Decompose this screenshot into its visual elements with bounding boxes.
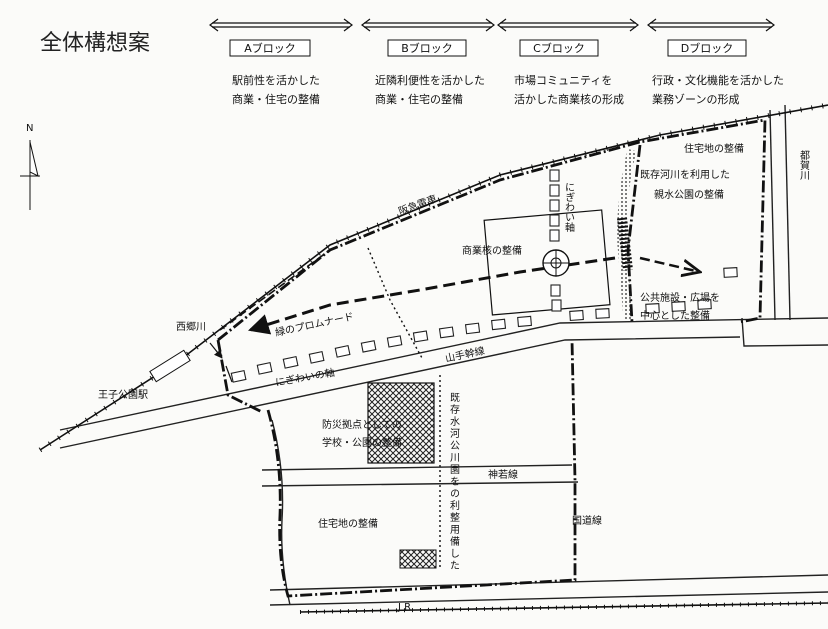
map-labels: 阪急電車 にぎわい軸 商業核の整備 住宅地の整備 既存河川を利用した 親水公園の… — [98, 142, 810, 613]
jr-road-south — [269, 591, 828, 606]
block-divider-ab — [367, 247, 423, 359]
housing-sw-label: 住宅地の整備 — [318, 517, 378, 530]
existing-waterway-park-label: 既存水河公川園をの利整用備した — [448, 392, 460, 572]
tsuga-river-label: 都賀川 — [798, 150, 810, 180]
block-d-box — [667, 39, 747, 57]
nigiwai-axis-horizontal — [230, 267, 738, 383]
saigou-river-label: 西郷川 — [176, 321, 206, 333]
roads — [59, 104, 828, 614]
tsuga-river-bank-west — [769, 109, 776, 321]
river-park-label-line2: 親水公園の整備 — [654, 188, 724, 201]
green-promenade-label: 緑のプロムナード — [274, 310, 355, 339]
disaster-base-label-line2: 学校・公園の整備 — [322, 436, 402, 449]
block-c-desc-line1: 市場コミュニティを — [514, 73, 612, 87]
block-b-name: Bブロック — [401, 41, 453, 55]
saigou-river-pointer — [209, 342, 223, 359]
east-road — [741, 317, 828, 347]
double-arrow-b — [364, 22, 492, 28]
block-c-name: Cブロック — [533, 41, 585, 55]
double-arrow-d — [650, 22, 772, 28]
block-header-c: Cブロック 市場コミュニティを 活かした商業核の形成 — [497, 18, 639, 106]
nigiwai-axis-horizontal-label: にぎわいの軸 — [274, 366, 335, 389]
river-park-strip — [617, 148, 637, 321]
boundary-north — [217, 118, 767, 342]
yamate-road-south-edge — [59, 336, 741, 449]
nigiwai-axis-vertical — [549, 169, 562, 312]
commercial-core-area — [483, 209, 611, 316]
promenade-arrow-east — [639, 256, 700, 272]
double-arrow-c — [500, 22, 636, 28]
page-title: 全体構想案 — [40, 31, 150, 56]
block-a-box — [229, 39, 311, 57]
kanjaku-road-north — [261, 464, 573, 471]
nigiwai-axis-vertical-label: にぎわい軸 — [563, 182, 575, 233]
block-header-d: Dブロック 行政・文化機能を活かした 業務ゾーンの形成 — [647, 18, 784, 106]
block-header-b: Bブロック 近隣利便性を活かした 商業・住宅の整備 — [361, 18, 495, 106]
disaster-base-label-line1: 防災拠点としての — [322, 418, 402, 431]
block-a-desc-line2: 商業・住宅の整備 — [232, 92, 320, 106]
boundary-south-block — [266, 339, 577, 598]
public-facility-label-line1: 公共施設・広場を — [640, 291, 720, 304]
oji-station-label: 王子公園駅 — [98, 389, 148, 401]
block-d-desc-line1: 行政・文化機能を活かした — [652, 73, 784, 87]
block-b-box — [387, 39, 467, 57]
block-d-desc-line2: 業務ゾーンの形成 — [652, 92, 739, 106]
block-header-a: Aブロック 駅前性を活かした 商業・住宅の整備 — [209, 18, 353, 106]
block-c-desc-line2: 活かした商業核の形成 — [514, 92, 624, 106]
block-b-desc-line2: 商業・住宅の整備 — [375, 92, 463, 106]
hankyu-label: 阪急電車 — [397, 192, 439, 218]
oji-station-platform — [149, 349, 191, 383]
north-label: N — [26, 123, 33, 134]
commercial-core-label: 商業核の整備 — [462, 244, 522, 257]
jr-label: J R — [397, 602, 411, 613]
public-facility-label-line2: 中心とした整備 — [640, 309, 710, 322]
national-road-label: 国道線 — [572, 514, 602, 527]
block-d-name: Dブロック — [681, 41, 733, 55]
block-a-desc-line1: 駅前性を活かした — [232, 73, 320, 87]
north-arrow-icon: N — [20, 123, 40, 210]
nigiwai-plaza-circle — [542, 249, 570, 277]
tsuga-river-bank-east — [784, 104, 791, 321]
kanjaku-road-south — [261, 481, 579, 487]
kanjaku-road-label: 神若線 — [488, 468, 518, 481]
block-c-box — [519, 39, 599, 57]
boundary-west-a — [216, 339, 263, 414]
school-park-hatched — [367, 382, 435, 464]
small-park-hatched — [399, 549, 437, 569]
housing-ne-label: 住宅地の整備 — [684, 142, 744, 155]
river-park-label-line1: 既存河川を利用した — [640, 168, 730, 181]
block-b-desc-line1: 近隣利便性を活かした — [375, 73, 485, 87]
block-a-name: Aブロック — [244, 41, 296, 55]
